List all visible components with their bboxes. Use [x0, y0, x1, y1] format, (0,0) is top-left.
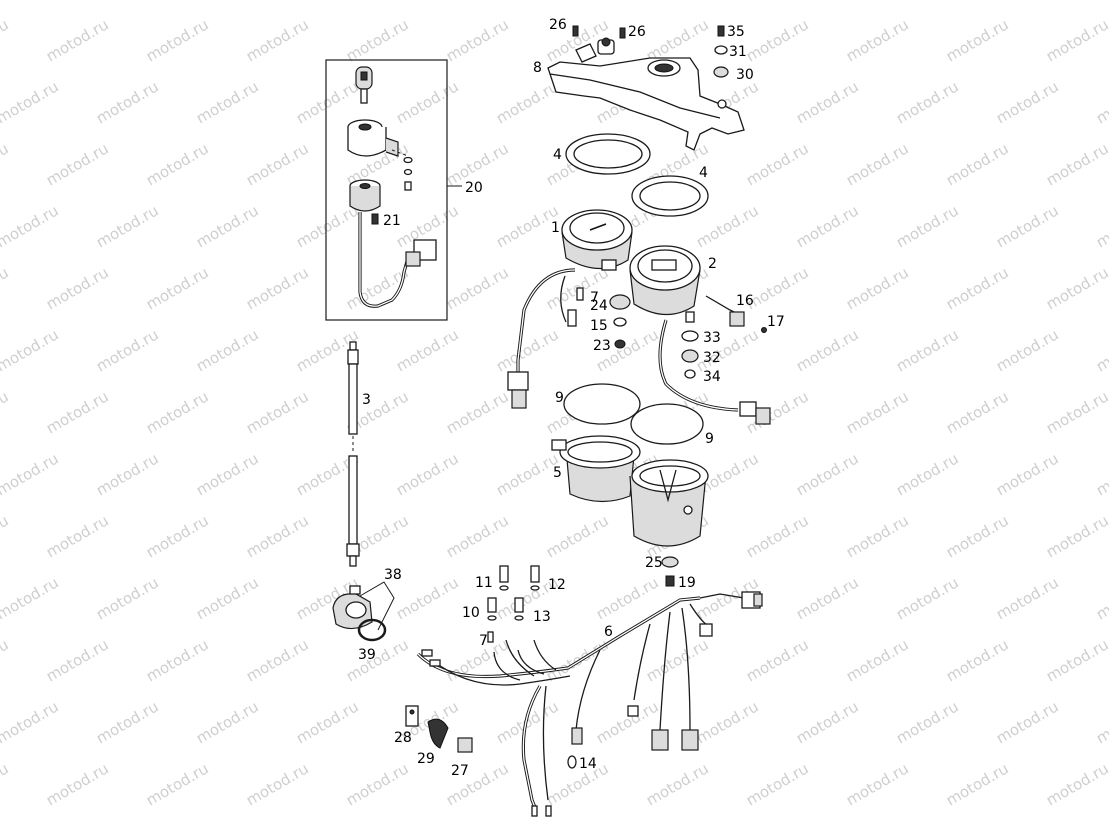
gauge-housing	[551, 435, 709, 547]
sensor-ring	[357, 618, 387, 642]
callout-16: 16	[736, 293, 754, 309]
wiring-harness	[416, 591, 763, 817]
callout-17: 17	[767, 314, 785, 330]
callout-29: 29	[417, 751, 435, 767]
callout-26b: 26	[628, 24, 646, 40]
callout-23: 23	[593, 338, 611, 354]
screw-21	[371, 213, 379, 225]
callout-12: 12	[548, 577, 566, 593]
bulb-7	[576, 287, 584, 301]
callout-15: 15	[590, 318, 608, 334]
callout-9a: 9	[555, 390, 564, 406]
bulb-14	[567, 755, 577, 769]
gauge-seal-rings	[565, 133, 709, 217]
callout-21: 21	[383, 213, 401, 229]
ignition-switch-body	[349, 179, 437, 308]
grommet-washer-nut	[609, 294, 631, 349]
tachometer	[629, 245, 771, 425]
connector-27	[457, 737, 473, 753]
instrument-bracket	[547, 37, 745, 151]
fasteners-35-31-30	[713, 25, 729, 78]
callout-3: 3	[362, 392, 371, 408]
callout-7b: 7	[479, 633, 488, 649]
callout-28: 28	[394, 730, 412, 746]
callout-1: 1	[551, 220, 560, 236]
callout-labels: 26 26 35 31 30 8 4 4 20 21 1 2 7 24 15 2…	[358, 17, 785, 779]
ignition-key	[355, 66, 373, 104]
callout-25: 25	[645, 555, 663, 571]
callout-6: 6	[604, 624, 613, 640]
callout-4b: 4	[699, 165, 708, 181]
clamp-29	[427, 718, 449, 749]
callout-35: 35	[727, 24, 745, 40]
gauge-lenses	[563, 383, 704, 445]
callout-13: 13	[533, 609, 551, 625]
callout-5: 5	[553, 465, 562, 481]
watermark-text: motod.ru	[1093, 0, 1109, 3]
callout-24: 24	[590, 298, 608, 314]
lock-washers	[391, 149, 413, 191]
callout-20: 20	[465, 180, 483, 196]
callout-33: 33	[703, 330, 721, 346]
callout-30: 30	[736, 67, 754, 83]
callout-7a: 7	[590, 290, 599, 306]
callout-9b: 9	[705, 431, 714, 447]
callout-8: 8	[533, 60, 542, 76]
callout-11: 11	[475, 575, 493, 591]
callout-19: 19	[678, 575, 696, 591]
callout-10: 10	[462, 605, 480, 621]
callout-4a: 4	[553, 147, 562, 163]
callout-27: 27	[451, 763, 469, 779]
nut-25-bolt-19	[661, 556, 679, 587]
callout-31: 31	[729, 44, 747, 60]
callout-2: 2	[708, 256, 717, 272]
callout-14: 14	[579, 756, 597, 772]
screws-26	[572, 25, 626, 39]
ignition-kit-frame	[325, 59, 448, 321]
sensor-16	[705, 295, 767, 333]
callout-38: 38	[384, 567, 402, 583]
callout-26a: 26	[549, 17, 567, 33]
speedometer-cable	[346, 341, 360, 567]
bulb-holders	[487, 565, 540, 643]
callout-39: 39	[358, 647, 376, 663]
callout-34: 34	[703, 369, 721, 385]
speed-sensor	[332, 585, 373, 630]
callout-32: 32	[703, 350, 721, 366]
ignition-lock	[347, 119, 399, 157]
mounts-33-32-34	[681, 330, 699, 379]
clip-28	[405, 705, 419, 727]
speedometer	[507, 209, 633, 409]
